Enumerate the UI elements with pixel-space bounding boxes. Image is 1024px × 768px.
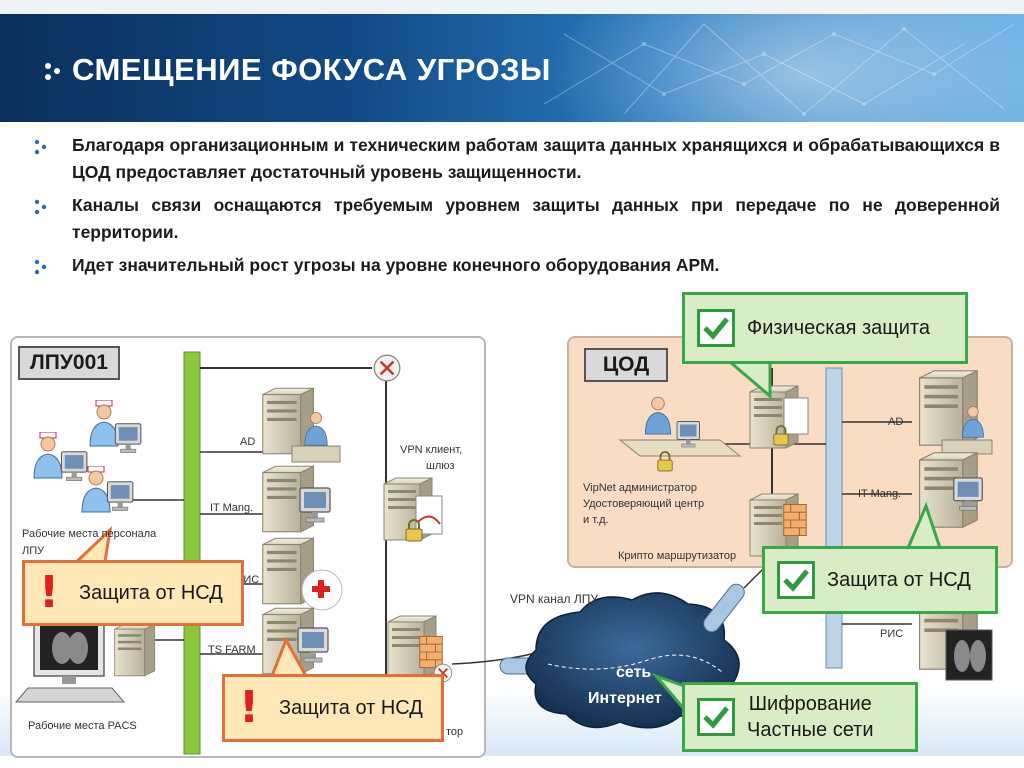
lpu-panel-tag: ЛПУ001: [18, 346, 120, 380]
lpu-label-vpn-client: VPN клиент,: [400, 444, 463, 456]
lpu-label-router-partial: тор: [446, 726, 464, 738]
cod-panel-tag: ЦОД: [584, 348, 668, 382]
cod-label-ris: РИС: [880, 628, 904, 640]
bullet-dots-icon: [34, 259, 47, 275]
warning-exclamation-icon: !: [38, 567, 60, 618]
cod-label-it-mang: IT Mang.: [858, 488, 902, 500]
cod-label-vipnet-2: Удостоверяющий центр: [583, 498, 705, 510]
callout-text-block: Шифрование Частные сети: [747, 691, 874, 743]
bullet-item: Каналы связи оснащаются требуемым уровне…: [30, 192, 1000, 246]
callout-text: Защита от НСД: [279, 697, 423, 719]
checkmark-icon: [777, 561, 815, 599]
bullet-text: Благодаря организационным и техническим …: [72, 135, 1000, 182]
cod-label-vipnet-3: и т.д.: [583, 514, 609, 526]
banner-glow: [544, 14, 1024, 122]
lpu-label-ts-farm: TS FARM: [208, 644, 256, 656]
title-bullet-icon: [45, 63, 60, 80]
callout-text: Частные сети: [747, 719, 874, 741]
encryption-callout: Шифрование Частные сети: [682, 682, 918, 752]
checkmark-icon: [697, 698, 735, 736]
lpu-label-pacs: Рабочие места PACS: [28, 720, 137, 732]
lpu-label-ad: AD: [240, 436, 256, 448]
lpu-label-vpn-gateway: шлюз: [426, 460, 455, 472]
cloud-label-internet: Интернет: [588, 690, 662, 707]
physical-protection-callout: Физическая защита: [682, 292, 968, 364]
cod-label-vipnet-1: VipNet администратор: [583, 482, 698, 494]
vpn-tunnel-right: [703, 583, 745, 633]
callout-text: Шифрование: [748, 693, 872, 715]
cloud-label-net: сеть: [616, 664, 652, 681]
callout-text: Защита от НСД: [79, 582, 223, 604]
lpu-label-workstations-2: ЛПУ: [22, 545, 45, 557]
callout-text: Физическая защита: [747, 317, 930, 339]
bullet-text: Каналы связи оснащаются требуемым уровне…: [72, 195, 1000, 242]
lpu-label-workstations: Рабочие места персонала: [22, 528, 157, 540]
bullet-text: Идет значительный рост угрозы на уровне …: [72, 255, 720, 275]
bullet-dots-icon: [34, 199, 47, 215]
bullet-list: Благодаря организационным и техническим …: [30, 132, 1000, 285]
title-banner: [0, 14, 1024, 122]
nsd-cod-callout: Защита от НСД: [762, 546, 998, 614]
lpu-label-it-mang: IT Mang.: [210, 502, 254, 514]
cod-label-ad: AD: [888, 416, 904, 428]
bullet-item: Идет значительный рост угрозы на уровне …: [30, 252, 1000, 279]
vpn-tunnel-left: [499, 657, 545, 675]
top-strip: [0, 0, 1024, 14]
callout-text: Защита от НСД: [827, 569, 971, 591]
banner-network-pattern: [543, 23, 1015, 116]
vpn-channel-label: VPN канал ЛПУ: [510, 592, 598, 606]
bullet-item: Благодаря организационным и техническим …: [30, 132, 1000, 186]
checkmark-icon: [697, 309, 735, 347]
slide-title: СМЕЩЕНИЕ ФОКУСА УГРОЗЫ: [72, 52, 551, 87]
nsd-lpu-top-callout: ! Защита от НСД: [22, 560, 244, 626]
nsd-lpu-bottom-callout: ! Защита от НСД: [222, 674, 444, 742]
cod-label-crypto: Крипто маршрутизатор: [618, 550, 737, 562]
warning-exclamation-icon: !: [238, 682, 260, 733]
bullet-dots-icon: [34, 139, 47, 155]
